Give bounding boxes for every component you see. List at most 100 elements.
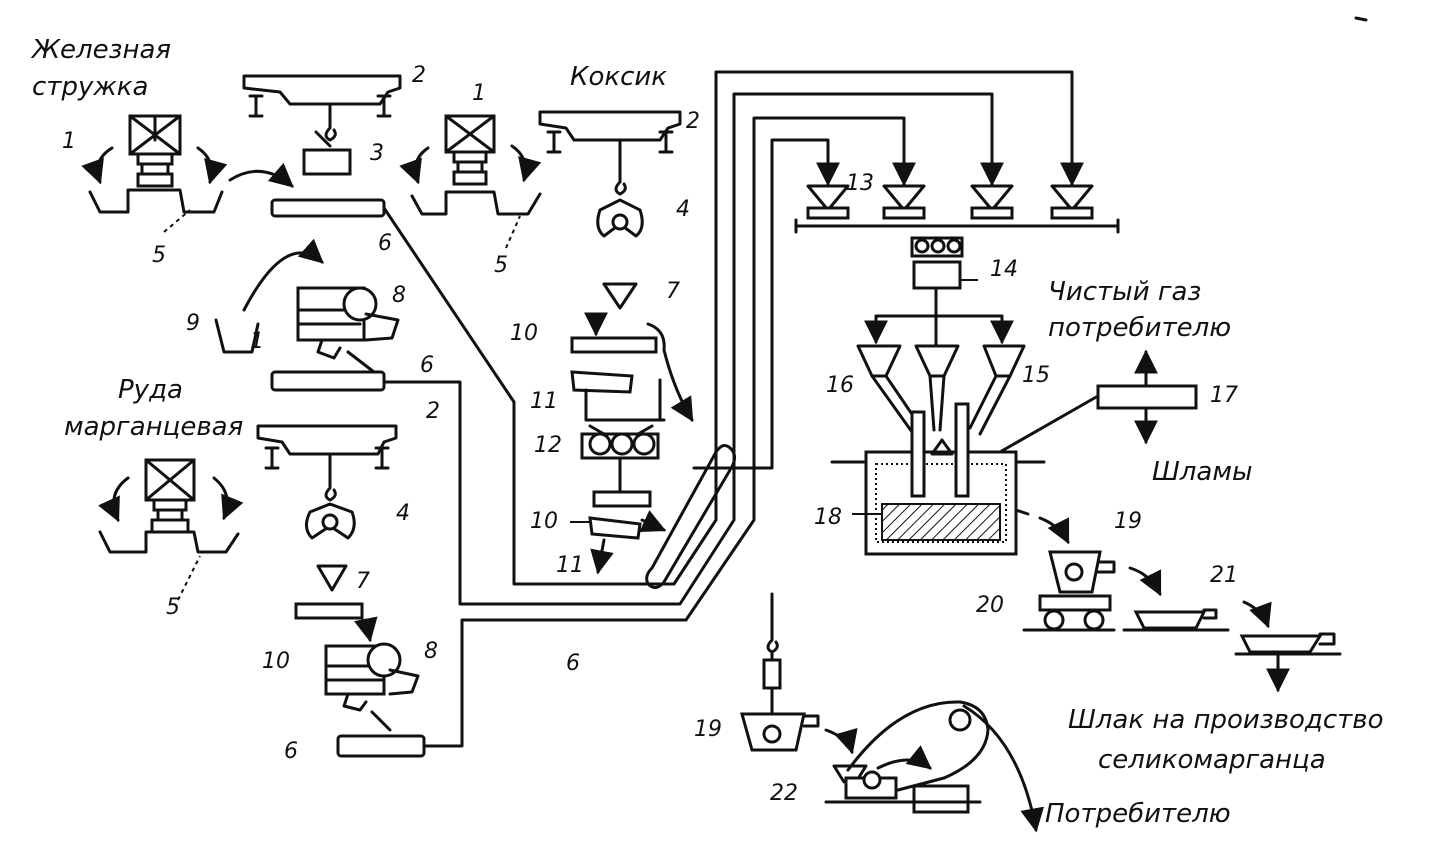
bunkers-13 <box>794 184 1120 234</box>
num-4a: 4 <box>676 197 690 222</box>
label-sludge: Шламы <box>1152 457 1253 487</box>
arrow-feeder-to-crusher <box>242 238 324 312</box>
num-15: 15 <box>1022 363 1050 388</box>
num-7b: 7 <box>356 569 370 594</box>
num-16: 16 <box>826 373 854 398</box>
num-19b: 19 <box>694 717 722 742</box>
label-coke: Коксик <box>570 62 667 92</box>
num-8a: 8 <box>392 283 406 308</box>
num-6d: 6 <box>284 739 298 764</box>
furnace-hoppers <box>856 344 1026 436</box>
casting-machine-22 <box>824 700 990 814</box>
num-19a: 19 <box>1114 509 1142 534</box>
weigh-car-14 <box>910 236 978 290</box>
arrow-ladle-to-machine <box>824 727 858 755</box>
line-belt6-bottom-to-bunker <box>422 116 916 748</box>
screen-11-lower <box>588 516 642 540</box>
leader-crusher-to-belt <box>346 350 376 374</box>
num-10c: 10 <box>262 649 290 674</box>
label-iron-shavings-1: Железная <box>30 35 171 65</box>
leader-crusher-lower-to-belt <box>370 710 392 732</box>
num-18: 18 <box>814 505 842 530</box>
arrow-shavings-to-belt <box>228 162 294 188</box>
num-2c: 2 <box>426 399 440 424</box>
hopper-7-upper <box>602 282 638 310</box>
num-1a: 1 <box>62 129 76 154</box>
crane-coke-grab <box>538 110 682 238</box>
num-5c: 5 <box>166 595 180 620</box>
num-5a: 5 <box>152 243 166 268</box>
arrow-furnace-to-ladle <box>1038 516 1070 545</box>
label-slag-2: селикомарганца <box>1098 745 1326 775</box>
feeder-10-mid <box>592 490 652 508</box>
num-2b: 2 <box>686 109 700 134</box>
conveyor-6-bottom <box>336 734 426 758</box>
conveyor-6-mid <box>270 370 386 392</box>
num-14: 14 <box>990 257 1018 282</box>
num-2a: 2 <box>412 63 426 88</box>
leader-5c <box>177 555 201 601</box>
line-belt6-mid-to-bunker <box>382 92 1004 606</box>
arrow-screen11-out <box>590 538 614 575</box>
hopper-7-lower <box>316 564 348 592</box>
feeder-9 <box>214 318 260 354</box>
feeder-10-upper <box>570 336 658 354</box>
screen-11-upper <box>570 370 634 394</box>
label-clean-gas-1: Чистый газ <box>1048 277 1201 307</box>
excavator-coke <box>399 114 542 216</box>
label-iron-shavings-2: стружка <box>32 72 148 102</box>
conveyor-6-top <box>270 198 386 218</box>
ladle-car-19-20 <box>1022 550 1116 632</box>
num-7a: 7 <box>666 279 680 304</box>
num-9: 9 <box>186 311 200 336</box>
num-3: 3 <box>370 141 384 166</box>
label-ore-1: Руда <box>118 375 183 405</box>
gas-cleaning-17 <box>1096 384 1198 410</box>
roller-crusher-12 <box>580 424 660 460</box>
num-11b: 11 <box>556 553 584 578</box>
arrow-feeder10-recycle <box>646 322 694 423</box>
num-1b: 1 <box>472 81 486 106</box>
arrow-to-consumer <box>962 704 1045 833</box>
excavator-iron-shavings <box>81 114 228 214</box>
inclined-conveyor <box>645 444 737 589</box>
leader-5b <box>505 215 521 249</box>
label-ore-2: марганцевая <box>64 412 243 442</box>
label-clean-gas-2: потребителю <box>1048 313 1231 343</box>
crane-ore-grab <box>256 424 398 540</box>
num-21: 21 <box>1210 563 1238 588</box>
num-22: 22 <box>770 781 798 806</box>
slag-ladle-21 <box>1122 608 1230 632</box>
label-consumer: Потребителю <box>1045 799 1231 829</box>
num-10a: 10 <box>510 321 538 346</box>
label-slag-1: Шлак на производство <box>1068 705 1384 735</box>
num-6a: 6 <box>378 231 392 256</box>
arrow-feeder10-to-crusher8 <box>353 616 378 643</box>
num-17: 17 <box>1210 383 1238 408</box>
screen-11-frame <box>584 378 666 422</box>
num-20: 20 <box>976 593 1004 618</box>
slag-pot <box>1234 632 1342 656</box>
num-6c: 6 <box>566 651 580 676</box>
line-coke-to-bunker <box>692 138 840 470</box>
crane-ladle-19-lower <box>740 592 820 752</box>
num-8b: 8 <box>424 639 438 664</box>
excavator-manganese-ore <box>98 458 244 554</box>
num-12: 12 <box>534 433 562 458</box>
crusher-8-upper <box>296 286 400 360</box>
num-5b: 5 <box>494 253 508 278</box>
num-6b: 6 <box>420 353 434 378</box>
arrow-screen11-to-elevator <box>639 510 667 532</box>
feeder-10-lower <box>294 602 364 620</box>
furnace-18 <box>830 402 1046 556</box>
leader-5a <box>163 209 191 233</box>
crane-box-3 <box>242 74 402 176</box>
margin-mark <box>1354 16 1368 22</box>
num-11a: 11 <box>530 389 558 414</box>
line-belt6-top-to-bunker <box>382 70 1084 586</box>
crusher-8-lower <box>324 642 420 712</box>
num-13: 13 <box>846 171 874 196</box>
arrow-ladle-to-21 <box>1128 566 1162 597</box>
num-4b: 4 <box>396 501 410 526</box>
